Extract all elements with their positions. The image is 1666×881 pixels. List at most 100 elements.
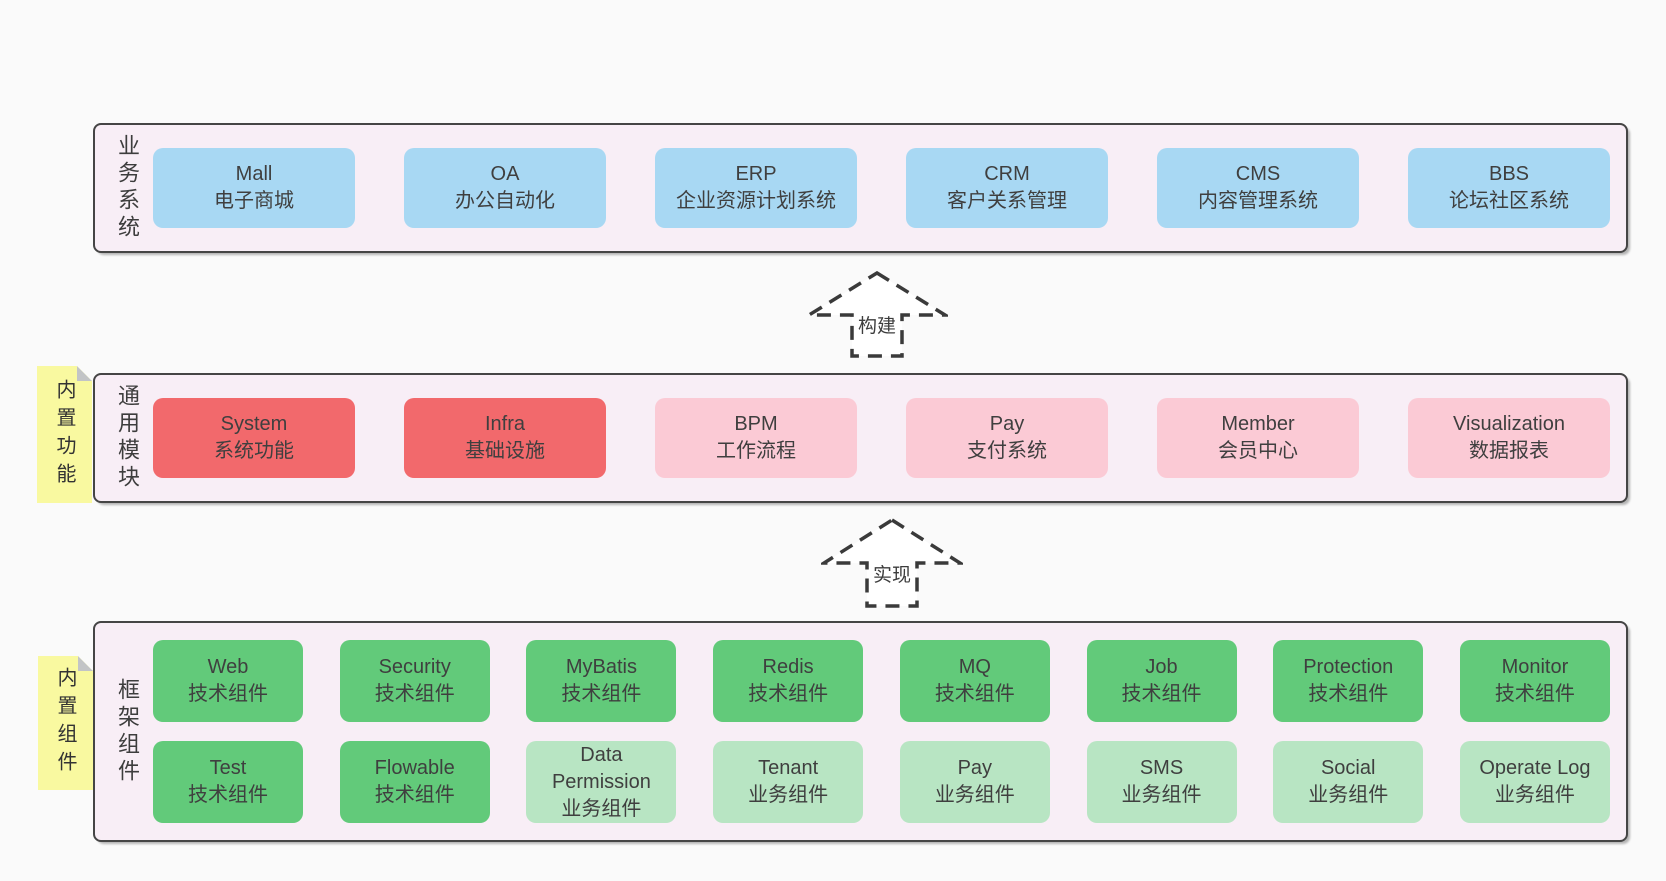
box-title: Mall <box>235 163 273 185</box>
box-subtitle: 客户关系管理 <box>947 190 1067 212</box>
box-subtitle: 基础设施 <box>465 440 545 462</box>
box-title: Flowable <box>374 757 455 779</box>
box-member: Member 会员中心 <box>1157 398 1359 478</box>
band-label-business-systems: 业务系统 <box>115 134 140 242</box>
box-subtitle: 支付系统 <box>967 440 1047 462</box>
box-title: BBS <box>1488 163 1530 185</box>
box-bpm: BPM 工作流程 <box>655 398 857 478</box>
box-system: System 系统功能 <box>153 398 355 478</box>
box-title: ERP <box>735 163 777 185</box>
box-subtitle: 企业资源计划系统 <box>676 190 836 212</box>
box-test: Test 技术组件 <box>153 741 303 823</box>
folded-corner-icon <box>77 366 92 381</box>
box-subtitle: 系统功能 <box>214 440 294 462</box>
box-infra: Infra 基础设施 <box>404 398 606 478</box>
box-title: SMS <box>1139 757 1184 779</box>
box-sms: SMS 业务组件 <box>1086 741 1237 823</box>
box-job: Job 技术组件 <box>1086 640 1237 722</box>
box-tenant: Tenant 业务组件 <box>713 741 864 823</box>
box-subtitle: 技术组件 <box>1121 683 1202 705</box>
box-title: Web <box>207 656 249 678</box>
box-bbs: BBS 论坛社区系统 <box>1408 148 1610 228</box>
box-subtitle: 技术组件 <box>374 683 455 705</box>
box-visualization: Visualization 数据报表 <box>1408 398 1610 478</box>
band-framework-components: 框架组件 Web 技术组件 Security 技术组件 MyBatis 技术组件… <box>93 621 1628 842</box>
box-title: Protection <box>1303 656 1394 678</box>
framework-components-rows: Web 技术组件 Security 技术组件 MyBatis 技术组件 Redi… <box>153 640 1610 823</box>
box-title: Operate Log <box>1479 757 1591 779</box>
box-subtitle: 技术组件 <box>188 784 268 806</box>
box-cms: CMS 内容管理系统 <box>1157 148 1359 228</box>
box-subtitle: 技术组件 <box>188 683 268 705</box>
box-flowable: Flowable 技术组件 <box>339 741 490 823</box>
box-subtitle: 业务组件 <box>561 797 642 820</box>
box-redis: Redis 技术组件 <box>713 640 864 722</box>
build-arrow: 构建 <box>806 271 948 358</box>
box-title: Infra <box>484 413 526 435</box>
box-subtitle: 业务组件 <box>1308 784 1389 806</box>
box-subtitle: 技术组件 <box>374 784 455 806</box>
box-security: Security 技术组件 <box>339 640 490 722</box>
box-mq: MQ 技术组件 <box>899 640 1050 722</box>
box-mybatis: MyBatis 技术组件 <box>526 640 677 722</box>
box-subtitle: 业务组件 <box>934 784 1015 806</box>
box-data-permission: Data Permission 业务组件 <box>526 741 677 823</box>
box-web: Web 技术组件 <box>153 640 303 722</box>
build-arrow-label: 构建 <box>855 311 899 338</box>
box-mall: Mall 电子商城 <box>153 148 355 228</box>
common-modules-boxes: System 系统功能 Infra 基础设施 BPM 工作流程 Pay 支付系统… <box>153 375 1610 501</box>
box-title: Pay <box>989 413 1025 435</box>
box-pay: Pay 支付系统 <box>906 398 1108 478</box>
box-title: Data Permission <box>551 743 651 793</box>
box-subtitle: 办公自动化 <box>455 190 555 212</box>
box-subtitle: 工作流程 <box>716 440 796 462</box>
box-subtitle: 技术组件 <box>748 683 829 705</box>
box-title: Redis <box>762 656 814 678</box>
box-erp: ERP 企业资源计划系统 <box>655 148 857 228</box>
box-title: MyBatis <box>565 656 637 678</box>
box-protection: Protection 技术组件 <box>1273 640 1424 722</box>
box-title: Tenant <box>758 757 819 779</box>
box-title: Test <box>209 757 247 779</box>
business-systems-boxes: Mall 电子商城 OA 办公自动化 ERP 企业资源计划系统 CRM 客户关系… <box>153 125 1610 251</box>
box-title: Security <box>378 656 451 678</box>
box-title: Visualization <box>1453 413 1565 435</box>
box-title: OA <box>490 163 520 185</box>
box-title: Pay <box>957 757 993 779</box>
box-subtitle: 电子商城 <box>214 190 294 212</box>
framework-row-1: Web 技术组件 Security 技术组件 MyBatis 技术组件 Redi… <box>153 640 1610 722</box>
box-subtitle: 业务组件 <box>748 784 829 806</box>
band-business-systems: 业务系统 Mall 电子商城 OA 办公自动化 ERP 企业资源计划系统 CRM… <box>93 123 1628 253</box>
box-title: BPM <box>734 413 778 435</box>
band-common-modules: 通用模块 System 系统功能 Infra 基础设施 BPM 工作流程 Pay… <box>93 373 1628 503</box>
box-subtitle: 业务组件 <box>1494 784 1575 806</box>
box-subtitle: 技术组件 <box>1308 683 1389 705</box>
sticky-label: 内置组件 <box>54 667 76 779</box>
box-title: Job <box>1145 656 1178 678</box>
box-title: CRM <box>984 163 1030 185</box>
box-oa: OA 办公自动化 <box>404 148 606 228</box>
box-title: CMS <box>1235 163 1281 185</box>
box-title: Monitor <box>1501 656 1569 678</box>
box-monitor: Monitor 技术组件 <box>1459 640 1610 722</box>
box-subtitle: 业务组件 <box>1121 784 1202 806</box>
box-social: Social 业务组件 <box>1273 741 1424 823</box>
band-label-common-modules: 通用模块 <box>115 384 140 492</box>
box-pay-business: Pay 业务组件 <box>899 741 1050 823</box>
box-subtitle: 技术组件 <box>934 683 1015 705</box>
band-label-framework-components: 框架组件 <box>115 677 140 786</box>
box-subtitle: 会员中心 <box>1218 440 1298 462</box>
folded-corner-icon <box>78 656 93 671</box>
sticky-built-in-components: 内置组件 <box>38 656 93 790</box>
box-subtitle: 内容管理系统 <box>1198 190 1318 212</box>
box-title: Member <box>1221 413 1295 435</box>
box-subtitle: 数据报表 <box>1469 440 1549 462</box>
box-subtitle: 论坛社区系统 <box>1449 190 1569 212</box>
box-crm: CRM 客户关系管理 <box>906 148 1108 228</box>
box-subtitle: 技术组件 <box>561 683 642 705</box>
box-title: Social <box>1320 757 1376 779</box>
box-title: System <box>220 413 288 435</box>
implement-arrow: 实现 <box>821 518 963 608</box>
sticky-built-in-features: 内置功能 <box>37 366 92 503</box>
